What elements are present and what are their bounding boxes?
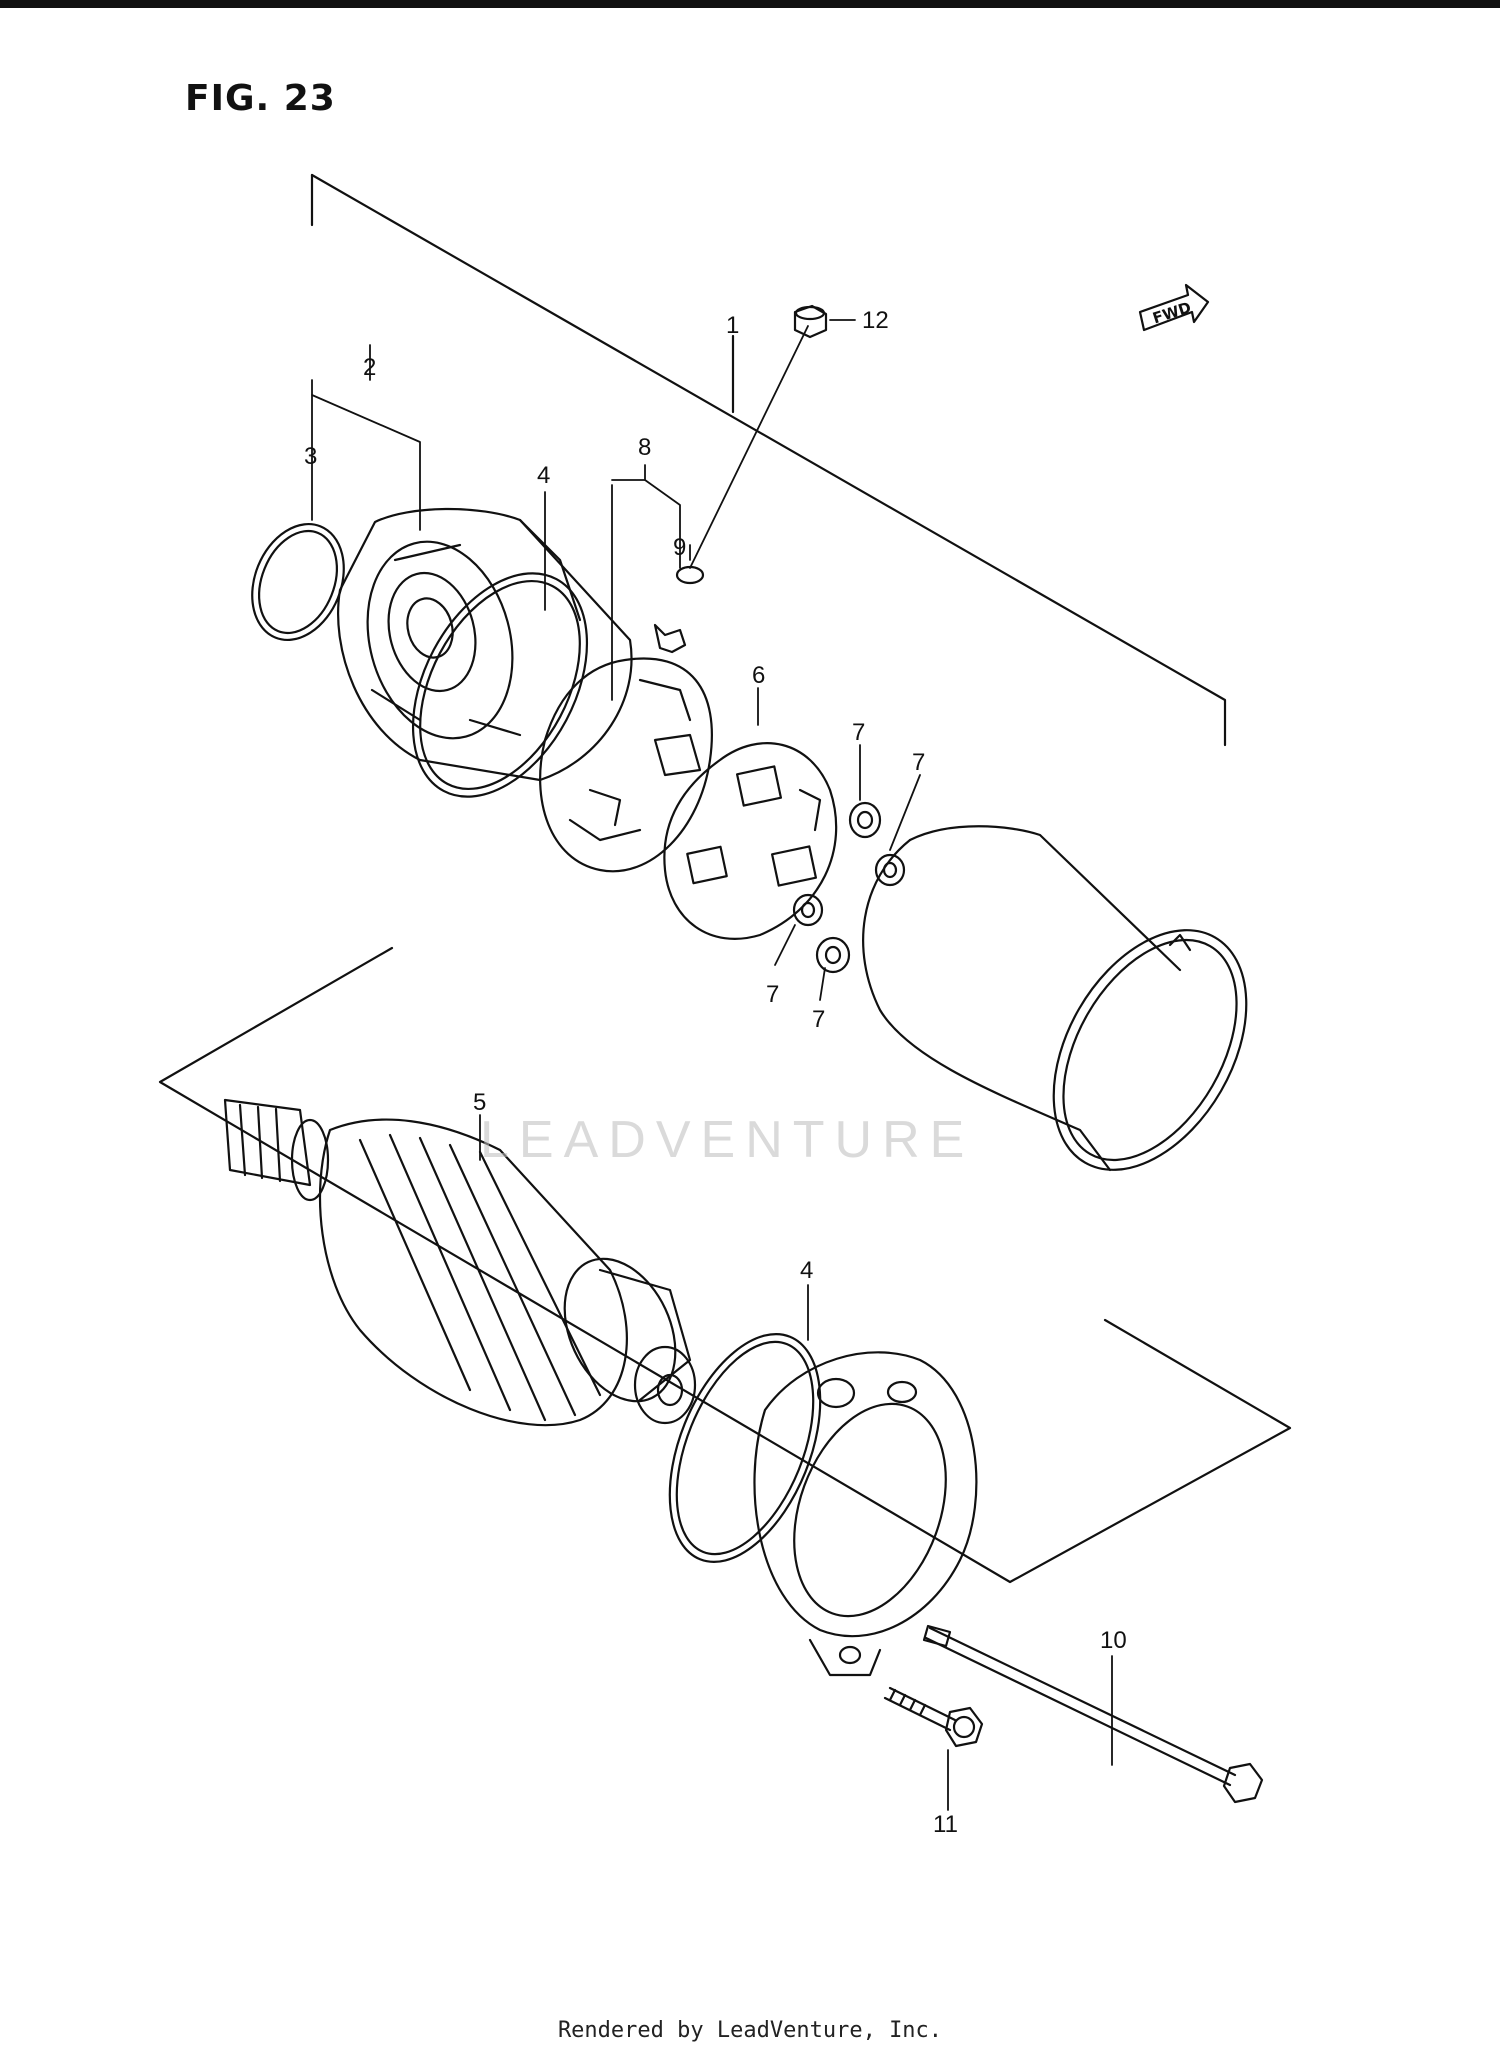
callout-6: 6 (752, 662, 765, 689)
callout-2: 2 (363, 354, 376, 381)
rear-cover-part (753, 1351, 978, 1677)
gasket-ring-lower (668, 1333, 822, 1563)
long-bolt-part (922, 1624, 1264, 1804)
callout-4: 4 (537, 462, 550, 489)
spring-parts (792, 801, 906, 974)
motor-case-part (862, 825, 1248, 1172)
short-bolt-part (883, 1686, 984, 1748)
fwd-label: FWD (1150, 298, 1193, 327)
watermark: LEADVENTURE (480, 1111, 975, 1169)
callout-9: 9 (673, 534, 686, 561)
callout-5: 5 (473, 1089, 486, 1116)
assembly-bracket-1 (310, 173, 1227, 747)
o-ring-part (251, 522, 345, 642)
small-seal-ring (675, 565, 705, 585)
top-border (0, 0, 1500, 8)
figure-title: FIG. 23 (185, 78, 336, 119)
fwd-arrow-icon (1138, 283, 1210, 332)
gasket-ring-upper (411, 572, 589, 798)
callout-1: 1 (726, 312, 739, 339)
callout-7b: 7 (912, 749, 925, 776)
callout-11: 11 (933, 1811, 958, 1838)
callout-12: 12 (862, 307, 889, 334)
leader-lines (311, 319, 1113, 1811)
callout-10: 10 (1100, 1627, 1127, 1654)
callout-3: 3 (304, 443, 317, 470)
callout-labels: 1 2 3 4 5 6 7 8 9 10 11 12 7 7 7 4 (304, 307, 1127, 1838)
brush-sleeve-part (539, 657, 713, 873)
brush-plate-part (663, 742, 838, 940)
footer-credit: Rendered by LeadVenture, Inc. (557, 2018, 943, 2043)
callout-4b: 4 (800, 1257, 813, 1284)
armature-part (223, 1098, 697, 1427)
callout-7c: 7 (766, 981, 779, 1008)
callout-8: 8 (638, 434, 651, 461)
callout-7d: 7 (812, 1006, 825, 1033)
callout-7a: 7 (852, 719, 865, 746)
terminal-stud (653, 623, 687, 654)
nut-part (793, 304, 828, 339)
armature-plane-outline (158, 946, 1292, 1584)
